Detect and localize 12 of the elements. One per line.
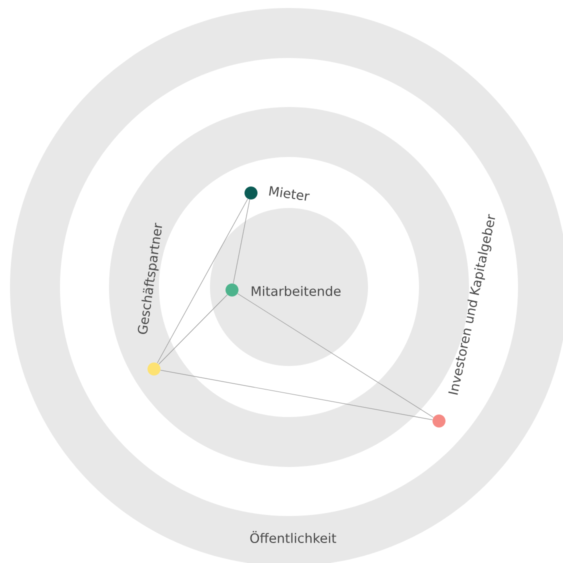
connector-line: [156, 198, 248, 364]
dot: [244, 186, 258, 200]
connector-line: [158, 294, 228, 365]
dot: [432, 414, 446, 428]
connector-line: [232, 199, 250, 284]
dot: [226, 284, 238, 296]
node-label: Mitarbeitende: [252, 286, 341, 296]
ring-label: Öffentlichkeit: [250, 530, 336, 544]
node-label: Mieter: [269, 186, 310, 201]
connector-line: [160, 370, 433, 420]
dot: [148, 362, 160, 376]
connector-line: [237, 293, 434, 418]
